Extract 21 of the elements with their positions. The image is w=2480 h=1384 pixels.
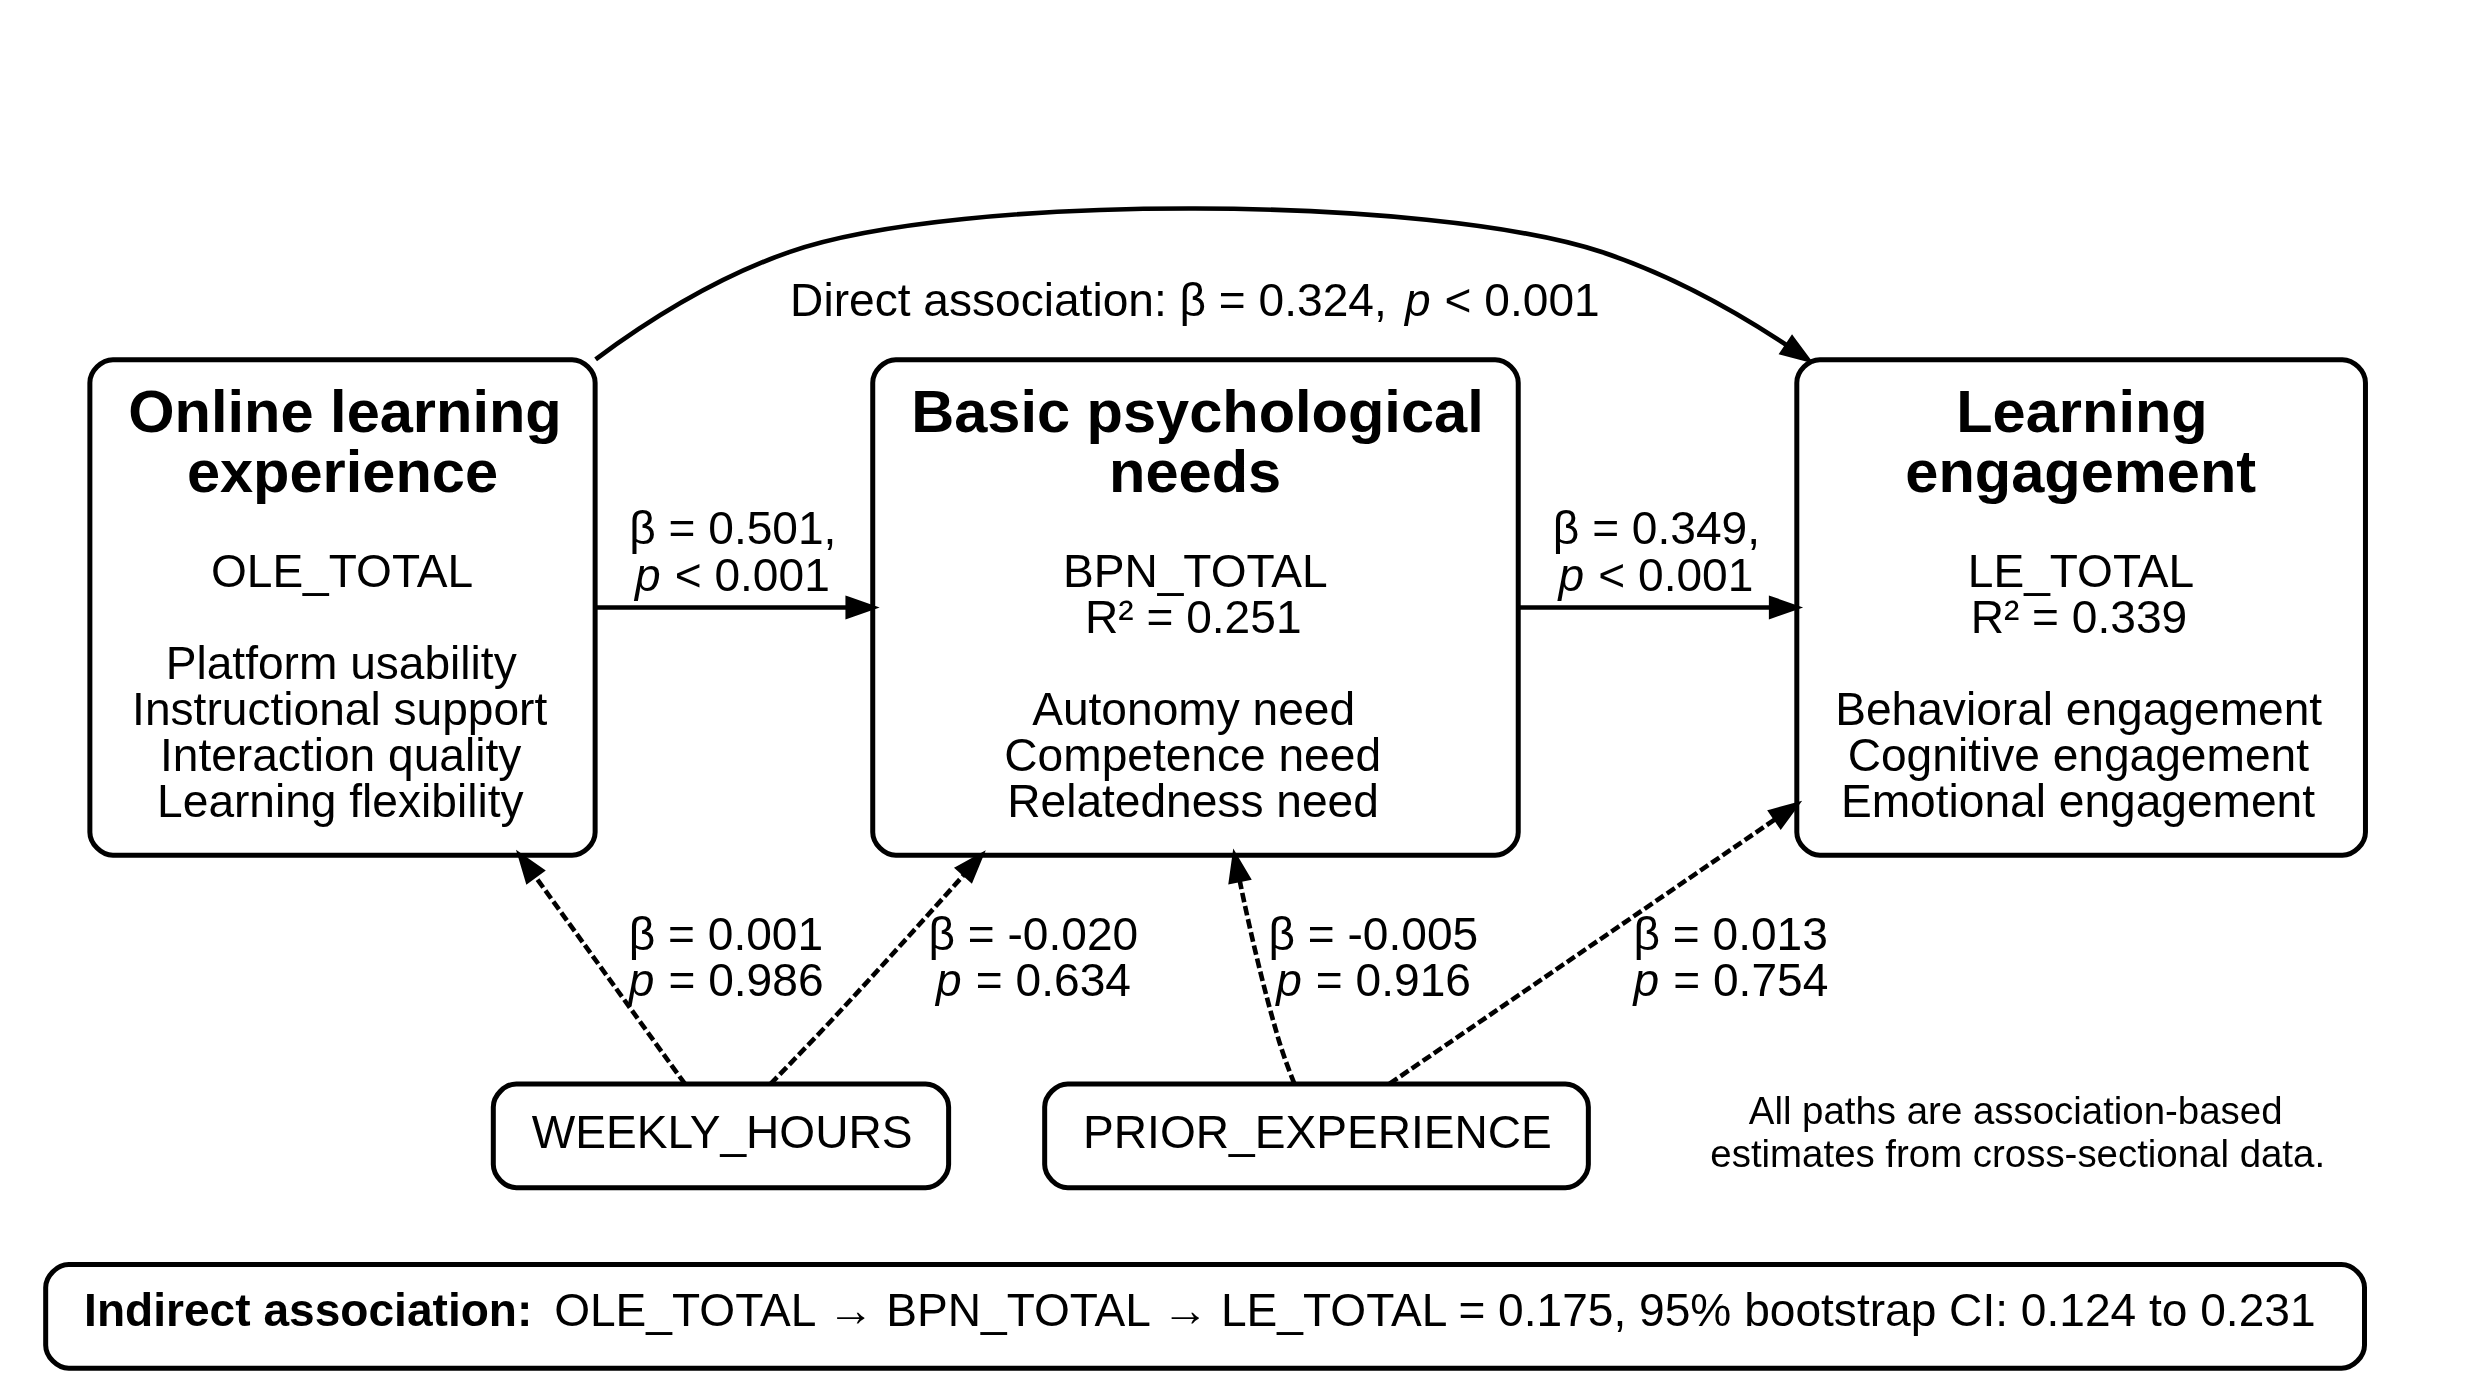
edge-label: β = 0.349, p < 0.001 (1552, 502, 1760, 601)
arrow (515, 849, 687, 1086)
edge-label: β = 0.501, p < 0.001 (628, 502, 836, 601)
arrow (1517, 595, 1803, 620)
edge-label: β = -0.020 p = 0.634 (927, 907, 1138, 1006)
node-box: WEEKLY_HOURS (490, 1081, 951, 1191)
label: All paths are association-based estimates from cross-sectional data. (1709, 1089, 2325, 1175)
arrow (768, 850, 986, 1086)
node-box: PRIOR_EXPERIENCE (1041, 1081, 1591, 1191)
arrow (1387, 800, 1802, 1086)
edge-label: β = -0.005 p = 0.916 (1267, 907, 1478, 1006)
arrow (595, 595, 880, 620)
edge-label: β = 0.001 p = 0.986 (628, 907, 824, 1006)
node-box: Learning engagement LE_TOTAL R² = 0.339 Behavioral engagement Cognitive engagement Emotional engagement (1793, 357, 2368, 858)
edge-label: Direct association: β = 0.324, p < 0.001 (789, 273, 1600, 326)
arrow (593, 206, 1814, 364)
edge-label: β = 0.013 p = 0.754 (1633, 907, 1828, 1006)
node-box: Indirect association: OLE_TOTAL → BPN_TOTAL → LE_TOTAL = 0.175, 95% bootstrap CI: 0.124 to 0.231 (42, 1262, 2367, 1371)
node-box: Online learning experience OLE_TOTAL Platform usability Instructional support Interaction quality Learning flexibility (86, 357, 598, 858)
node-box: Basic psychological needs BPN_TOTAL R² = 0.251 Autonomy need Competence need Relatedness need (869, 357, 1521, 858)
arrow (1227, 848, 1296, 1085)
